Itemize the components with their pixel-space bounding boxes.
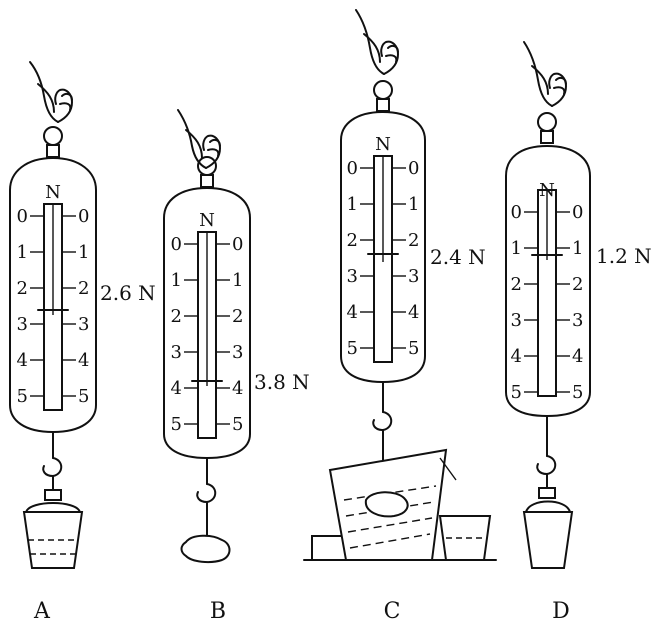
reading-label: 2.4 N xyxy=(430,245,486,269)
svg-text:1: 1 xyxy=(78,242,89,263)
svg-text:1: 1 xyxy=(347,194,358,215)
svg-text:4: 4 xyxy=(347,302,358,323)
panel-b: N 0 1 2 3 4 5 0 1 2 3 4 5 3.8 N B xyxy=(163,109,310,624)
svg-text:2: 2 xyxy=(572,274,583,295)
svg-text:3: 3 xyxy=(232,342,243,363)
svg-text:4: 4 xyxy=(408,302,419,323)
tick-labels-right: 0 1 2 3 4 5 xyxy=(408,158,419,359)
svg-text:1: 1 xyxy=(511,238,522,259)
panel-label: C xyxy=(384,599,401,624)
svg-text:2: 2 xyxy=(347,230,358,251)
svg-text:5: 5 xyxy=(572,382,583,403)
svg-text:3: 3 xyxy=(408,266,419,287)
hand-icon xyxy=(355,9,399,75)
catch-beaker-icon xyxy=(438,515,492,561)
svg-text:4: 4 xyxy=(171,378,182,399)
unit-label: N xyxy=(539,180,555,201)
hook-icon xyxy=(372,411,393,431)
unit-label: N xyxy=(375,134,391,155)
svg-text:2: 2 xyxy=(171,306,182,327)
svg-text:5: 5 xyxy=(232,414,243,435)
svg-text:0: 0 xyxy=(408,158,419,179)
svg-text:3: 3 xyxy=(17,314,28,335)
top-ring xyxy=(537,112,557,132)
ring-stem xyxy=(540,130,554,144)
svg-text:0: 0 xyxy=(171,234,182,255)
svg-text:1: 1 xyxy=(17,242,28,263)
unit-label: N xyxy=(199,210,215,231)
svg-text:5: 5 xyxy=(78,386,89,407)
reading-label: 1.2 N xyxy=(596,244,652,268)
bucket-with-water-icon xyxy=(22,489,84,569)
svg-text:0: 0 xyxy=(232,234,243,255)
panel-label: B xyxy=(210,599,226,624)
svg-text:2: 2 xyxy=(511,274,522,295)
scale-ticks xyxy=(360,167,406,349)
panel-c: N 0 1 2 3 4 5 0 1 2 3 4 5 2.4 N xyxy=(303,9,497,624)
svg-text:3: 3 xyxy=(511,310,522,331)
ring-stem xyxy=(376,98,390,112)
svg-text:0: 0 xyxy=(347,158,358,179)
svg-text:5: 5 xyxy=(511,382,522,403)
ring-stem xyxy=(46,144,60,158)
stone-icon xyxy=(364,491,409,518)
svg-text:3: 3 xyxy=(78,314,89,335)
svg-text:0: 0 xyxy=(17,206,28,227)
hook-icon xyxy=(196,483,217,503)
svg-text:4: 4 xyxy=(17,350,28,371)
svg-text:2: 2 xyxy=(232,306,243,327)
svg-text:3: 3 xyxy=(347,266,358,287)
svg-text:4: 4 xyxy=(511,346,522,367)
scale-ticks xyxy=(30,215,76,397)
svg-text:2: 2 xyxy=(17,278,28,299)
svg-text:5: 5 xyxy=(17,386,28,407)
stone-icon xyxy=(180,534,231,564)
hook-icon xyxy=(42,457,63,477)
svg-text:1: 1 xyxy=(572,238,583,259)
top-ring xyxy=(43,126,63,146)
scale-ticks xyxy=(184,243,230,425)
svg-text:0: 0 xyxy=(78,206,89,227)
overflow-cup-icon xyxy=(328,448,457,561)
top-ring xyxy=(197,156,217,176)
tick-labels-left: 0 1 2 3 4 5 xyxy=(17,206,28,407)
svg-text:3: 3 xyxy=(572,310,583,331)
panel-label: D xyxy=(552,599,570,624)
hand-icon xyxy=(523,41,567,107)
svg-text:1: 1 xyxy=(171,270,182,291)
tick-labels-right: 0 1 2 3 4 5 xyxy=(572,202,583,403)
svg-text:2: 2 xyxy=(408,230,419,251)
reading-label: 2.6 N xyxy=(100,281,156,305)
svg-text:1: 1 xyxy=(408,194,419,215)
svg-text:1: 1 xyxy=(232,270,243,291)
svg-text:5: 5 xyxy=(347,338,358,359)
hand-icon xyxy=(29,61,73,123)
top-ring xyxy=(373,80,393,100)
panel-d: N 0 1 2 3 4 5 0 1 2 3 4 5 1.2 N D xyxy=(505,41,652,624)
tick-labels-right: 0 1 2 3 4 5 xyxy=(232,234,243,435)
svg-text:4: 4 xyxy=(232,378,243,399)
reading-label: 3.8 N xyxy=(254,370,310,394)
ring-stem xyxy=(200,174,214,188)
svg-text:4: 4 xyxy=(78,350,89,371)
panel-a: N 0 1 2 3 4 5 0 1 2 3 4 5 2.6 N A xyxy=(9,61,156,624)
svg-text:5: 5 xyxy=(408,338,419,359)
tick-labels-left: 0 1 2 3 4 5 xyxy=(347,158,358,359)
empty-bucket-icon xyxy=(522,487,574,569)
tick-labels-left: 0 1 2 3 4 5 xyxy=(511,202,522,403)
panel-label: A xyxy=(33,599,51,624)
hand-icon xyxy=(177,109,221,169)
svg-text:5: 5 xyxy=(171,414,182,435)
svg-text:4: 4 xyxy=(572,346,583,367)
tick-labels-right: 0 1 2 3 4 5 xyxy=(78,206,89,407)
hook-icon xyxy=(536,455,557,475)
svg-text:0: 0 xyxy=(572,202,583,223)
svg-text:3: 3 xyxy=(171,342,182,363)
svg-text:0: 0 xyxy=(511,202,522,223)
svg-text:2: 2 xyxy=(78,278,89,299)
scale-ticks xyxy=(524,211,570,393)
tick-labels-left: 0 1 2 3 4 5 xyxy=(171,234,182,435)
unit-label: N xyxy=(45,182,61,203)
